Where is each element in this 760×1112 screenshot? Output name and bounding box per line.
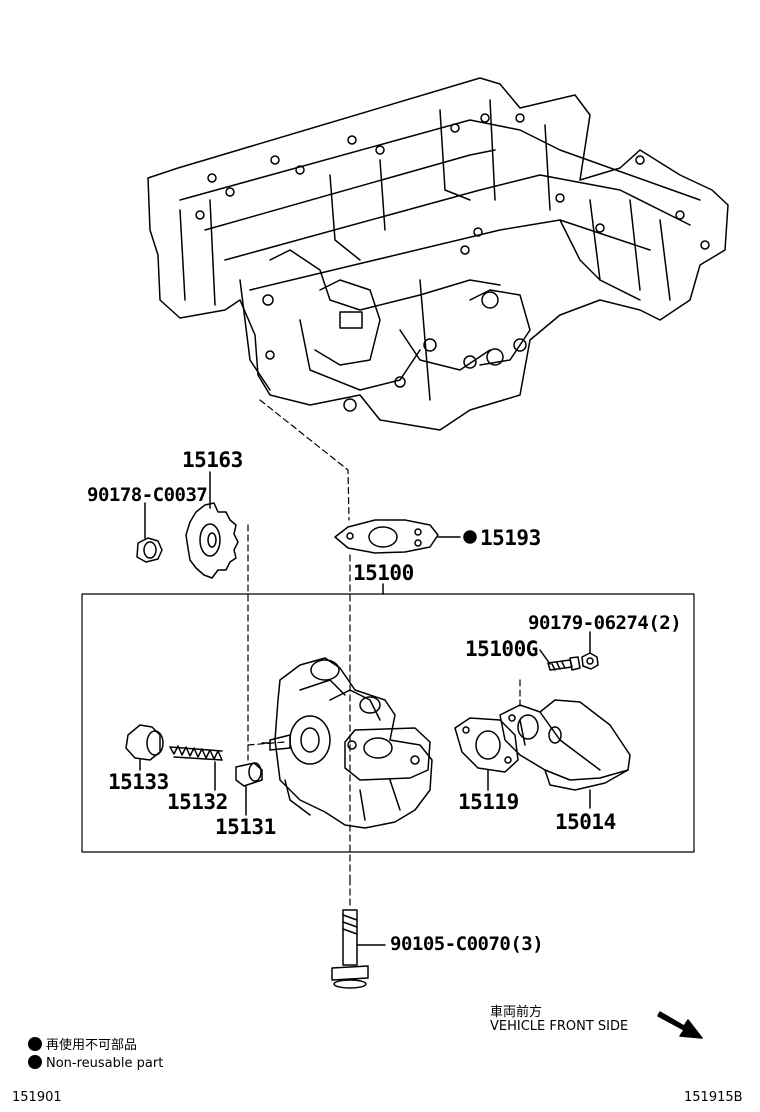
bullet-icon xyxy=(28,1055,42,1069)
legend-en-row: Non-reusable part xyxy=(28,1055,163,1071)
footer-left-code: 151901 xyxy=(12,1090,62,1105)
label-15163: 15163 xyxy=(182,448,243,472)
legend-en: Non-reusable part xyxy=(46,1056,164,1071)
valve-15131 xyxy=(235,762,263,787)
nut-90179 xyxy=(581,652,599,670)
engine-block xyxy=(147,77,729,431)
cover-15014 xyxy=(499,699,631,791)
plug-15133 xyxy=(125,724,164,761)
label-15119: 15119 xyxy=(458,790,519,814)
label-15100: 15100 xyxy=(353,561,414,585)
bolt-90105 xyxy=(331,909,369,989)
label-90178: 90178-C0037 xyxy=(87,484,208,506)
label-90179: 90179-06274(2) xyxy=(528,612,682,634)
bullet-icon xyxy=(28,1037,42,1051)
label-15132: 15132 xyxy=(167,790,228,814)
oil-pump-body xyxy=(261,657,433,829)
non-reusable-marker xyxy=(463,530,477,544)
nut-90178 xyxy=(136,537,163,563)
direction-en: VEHICLE FRONT SIDE xyxy=(490,1019,629,1034)
sprocket-15163 xyxy=(185,502,239,579)
legend-jp: 再使用不可部品 xyxy=(46,1038,138,1053)
label-15193: 15193 xyxy=(480,526,541,550)
gasket-15193 xyxy=(334,519,439,554)
label-15133: 15133 xyxy=(108,770,169,794)
label-15014: 15014 xyxy=(555,810,616,834)
label-90105: 90105-C0070(3) xyxy=(390,933,544,955)
label-15100G: 15100G xyxy=(465,637,538,661)
direction-jp: 車両前方 xyxy=(490,1005,543,1020)
footer-right-code: 151915B xyxy=(684,1090,743,1105)
spring-15132 xyxy=(169,745,223,761)
gasket-15119 xyxy=(454,717,519,773)
bolt-15100G xyxy=(547,656,581,671)
assembly-box-15100 xyxy=(81,593,695,853)
label-15131: 15131 xyxy=(215,815,276,839)
front-arrow-icon xyxy=(657,1011,703,1039)
leader-15100G xyxy=(539,649,551,665)
legend-jp-row: 再使用不可部品 xyxy=(28,1034,137,1053)
